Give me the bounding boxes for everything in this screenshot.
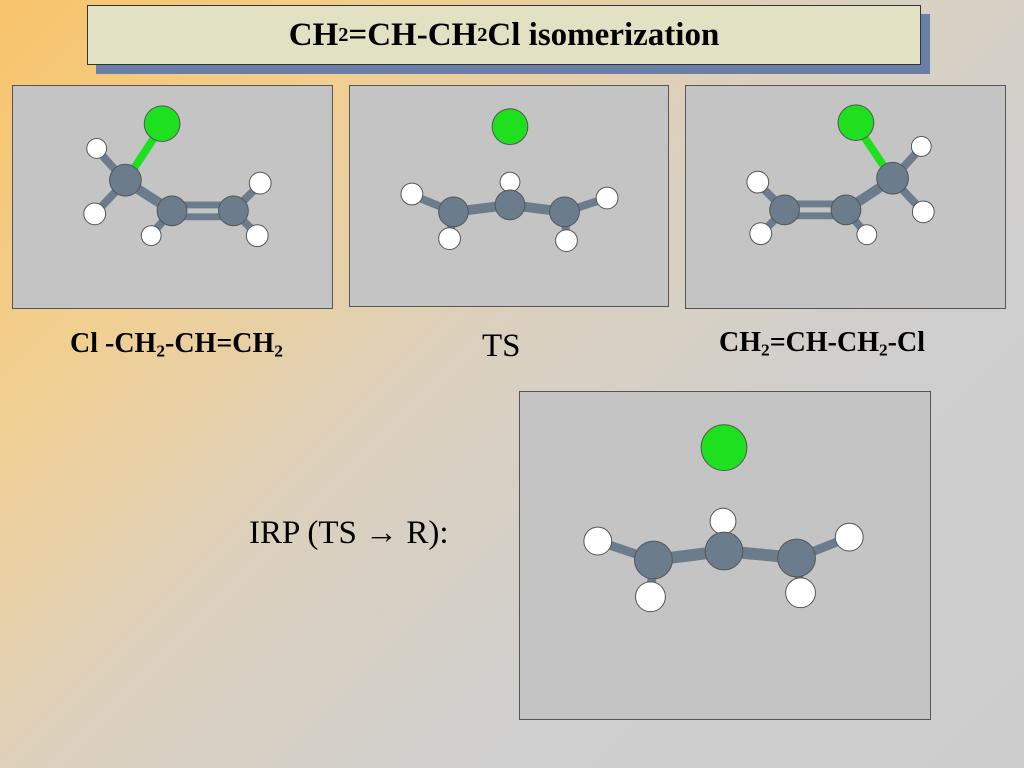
- reactant-molecule: [83, 105, 272, 248]
- ts-molecule: [400, 108, 619, 252]
- title-text-3: Cl isomerization: [487, 16, 720, 53]
- ts-structure-panel: [349, 85, 669, 307]
- irp-molecule: [583, 424, 864, 613]
- product-structure-panel: [685, 85, 1006, 309]
- irp-label: IRP (TS → R):: [249, 515, 449, 551]
- right-arrow-icon: →: [365, 515, 399, 551]
- product-molecule: [746, 104, 935, 246]
- ts-label: TS: [482, 328, 521, 364]
- title-text-1: CH: [288, 16, 339, 53]
- irp-structure-panel: [519, 391, 931, 720]
- reactant-label: Cl -CH2-CH=CH2: [70, 328, 283, 361]
- reactant-structure-panel: [12, 85, 333, 309]
- product-label: CH2=CH-CH2-Cl: [719, 327, 925, 360]
- title-text-2: =CH-CH: [348, 16, 478, 53]
